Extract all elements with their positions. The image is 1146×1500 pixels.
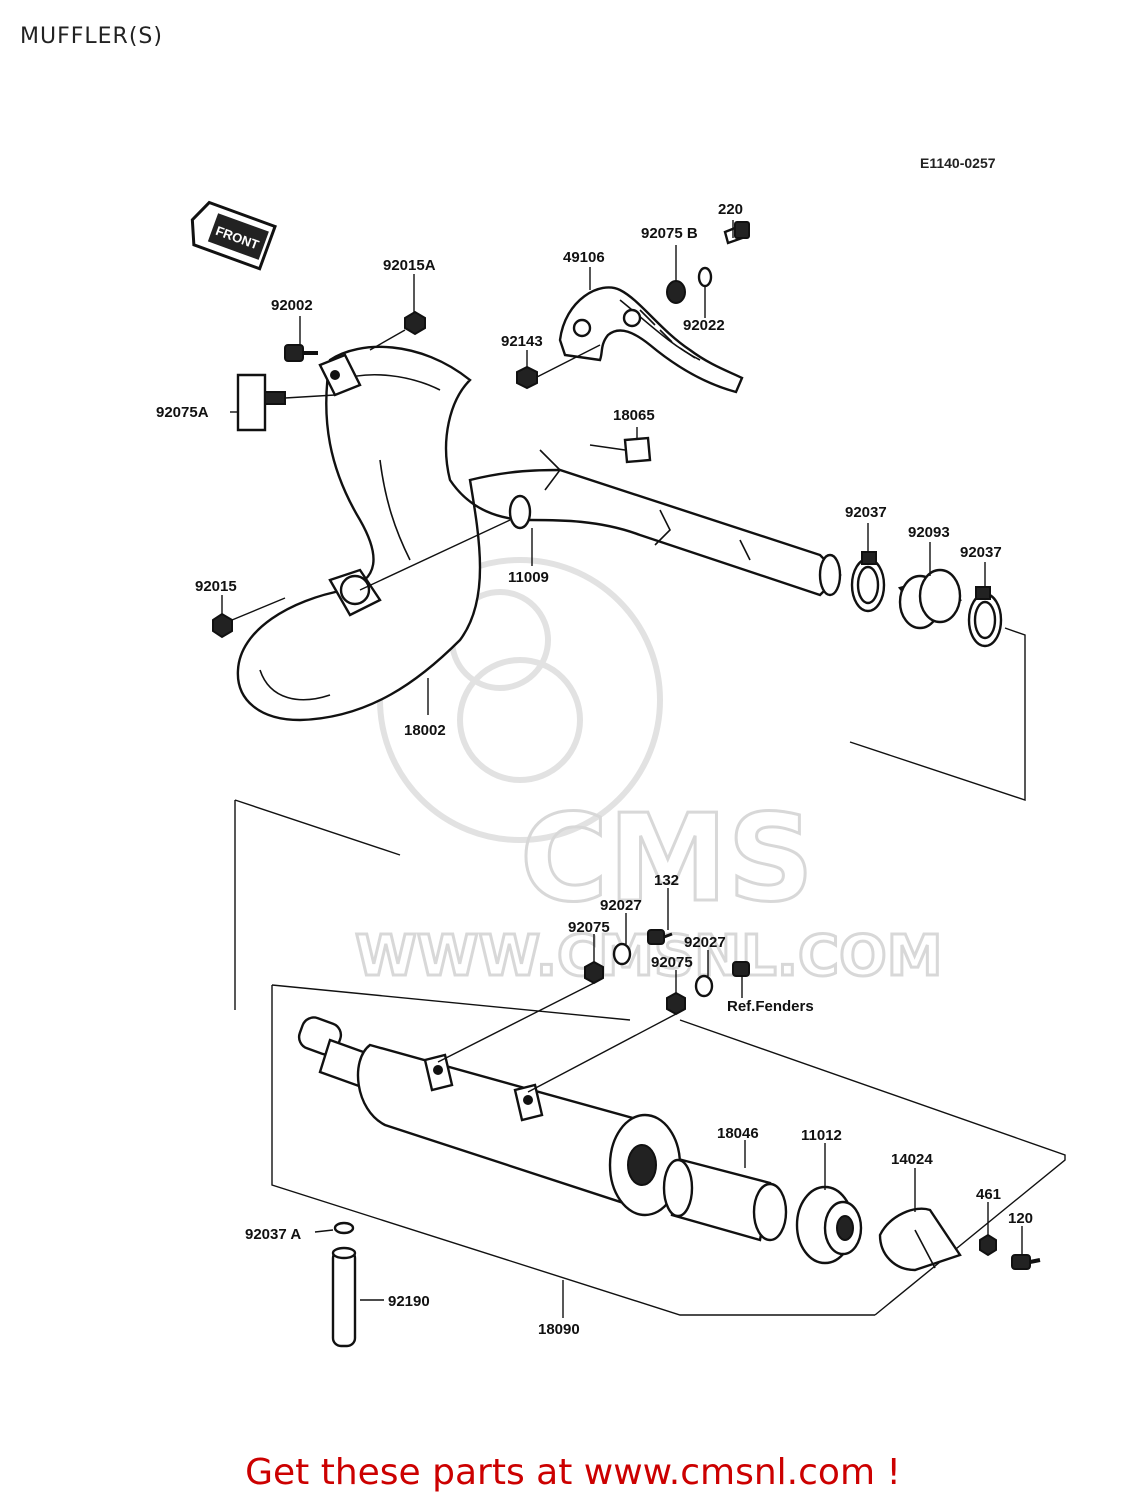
label-92037a: 92037 A xyxy=(245,1226,301,1243)
label-92002: 92002 xyxy=(271,297,313,314)
label-92075b: 92075 B xyxy=(641,225,698,242)
label-461: 461 xyxy=(976,1186,1001,1203)
expansion-chamber-18002 xyxy=(236,345,842,722)
heat-guard-49106 xyxy=(558,286,744,394)
label-92027-lower: 92027 xyxy=(684,934,726,951)
assembly-boundary-upper xyxy=(849,627,1026,801)
label-120: 120 xyxy=(1008,1210,1033,1227)
silencer-18090 xyxy=(234,799,1066,1316)
clamps-joint xyxy=(850,551,1003,648)
watermark-brand: CMS xyxy=(520,790,814,929)
label-18046: 18046 xyxy=(717,1125,759,1142)
label-11009: 11009 xyxy=(508,569,549,586)
hardware-lower xyxy=(584,929,1041,1270)
label-11012: 11012 xyxy=(801,1127,842,1144)
leader-lines xyxy=(221,220,1023,1318)
label-18002: 18002 xyxy=(404,722,446,739)
label-49106: 49106 xyxy=(563,249,605,266)
label-92075-upper: 92075 xyxy=(568,919,610,936)
front-arrow-icon: FRONT xyxy=(190,200,277,271)
packing-18046 xyxy=(662,1158,788,1242)
diagram-code: E1140-0257 xyxy=(920,155,996,171)
label-92015a: 92015A xyxy=(383,257,436,274)
label-92093: 92093 xyxy=(908,524,950,541)
label-ref-fenders: Ref.Fenders xyxy=(727,998,814,1015)
label-220: 220 xyxy=(718,201,743,218)
label-92075a: 92075A xyxy=(156,404,209,421)
end-cap-11012 xyxy=(795,1185,863,1265)
label-92075-lower: 92075 xyxy=(651,954,693,971)
label-92037-right: 92037 xyxy=(960,544,1002,561)
part-labels: 220 92075 B 49106 92015A 92022 92002 921… xyxy=(156,201,1033,1338)
label-92143: 92143 xyxy=(501,333,543,350)
tail-cap-14024 xyxy=(878,1207,962,1272)
page-title: MUFFLER(S) xyxy=(20,24,163,49)
hardware-upper xyxy=(212,221,750,639)
label-14024: 14024 xyxy=(891,1151,933,1168)
label-18090: 18090 xyxy=(538,1321,580,1338)
label-92190: 92190 xyxy=(388,1293,430,1310)
label-18065: 18065 xyxy=(613,407,655,424)
tube-92190 xyxy=(331,1221,357,1348)
label-92022: 92022 xyxy=(683,317,725,334)
label-92037-left: 92037 xyxy=(845,504,887,521)
footer-link[interactable]: Get these parts at www.cmsnl.com ! xyxy=(245,1452,901,1493)
label-132: 132 xyxy=(654,872,679,889)
label-92015: 92015 xyxy=(195,578,237,595)
label-92027-upper: 92027 xyxy=(600,897,642,914)
